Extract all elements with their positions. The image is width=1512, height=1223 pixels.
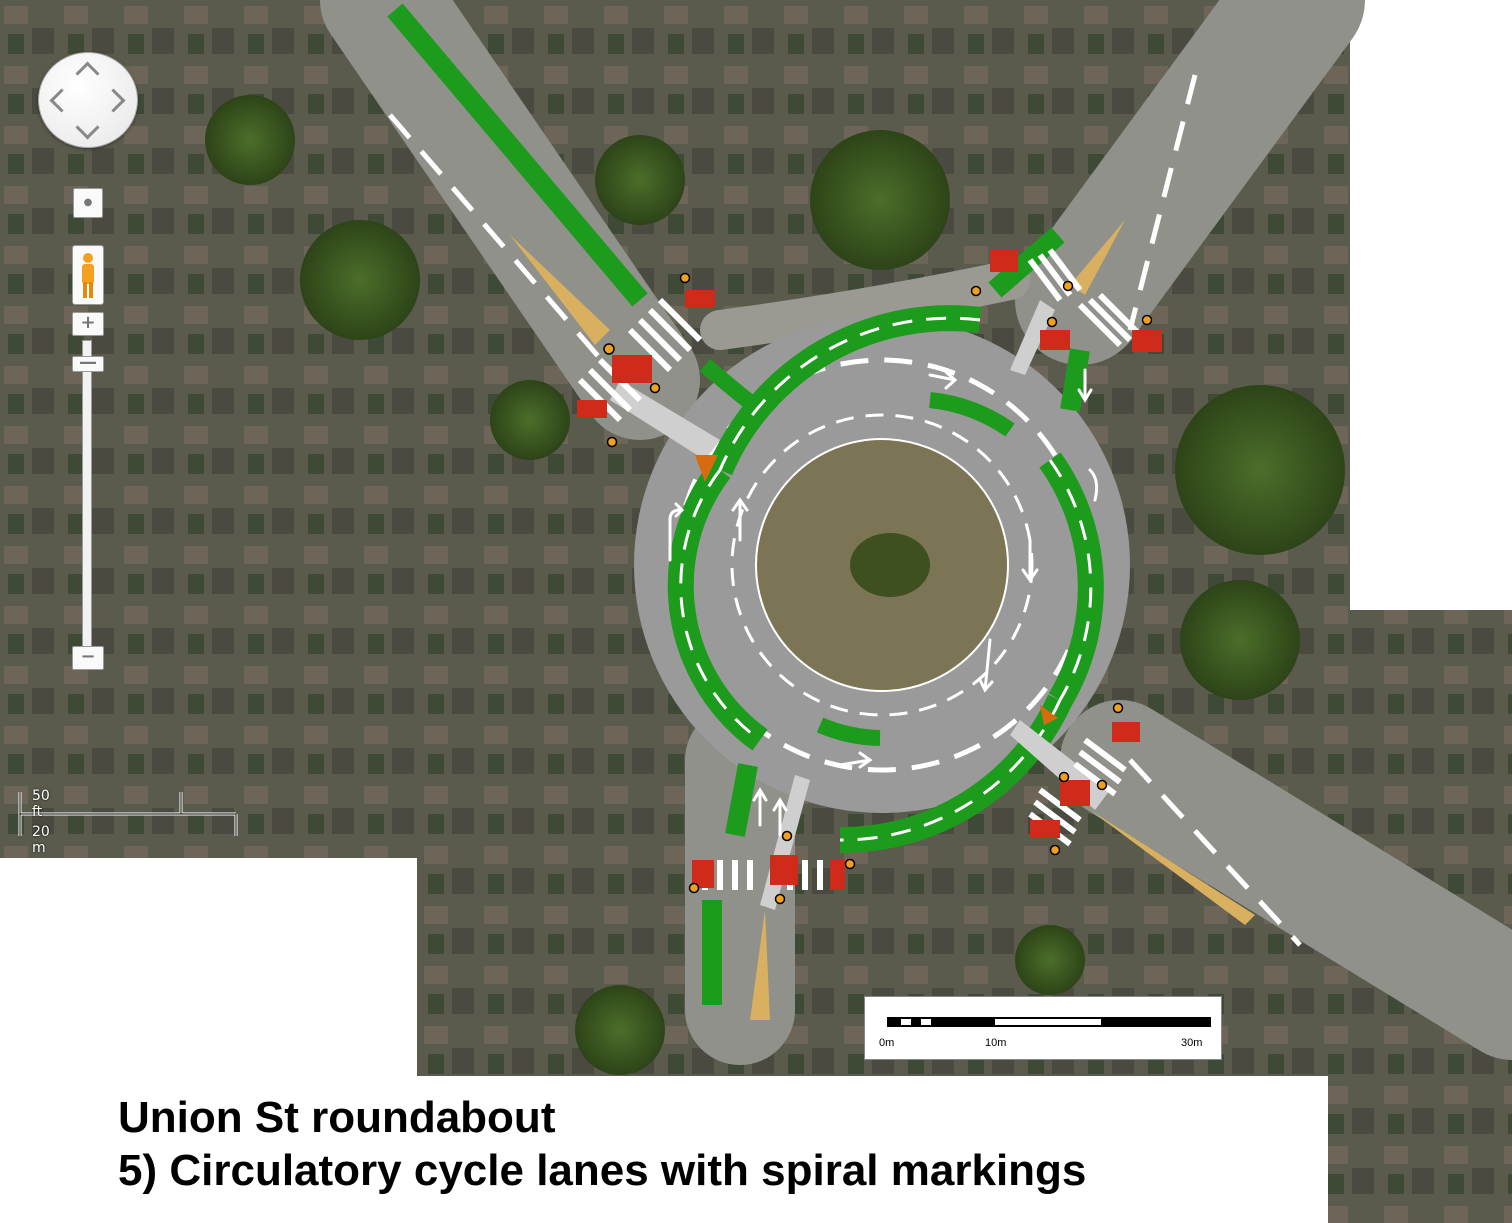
- caption: Union St roundabout 5) Circulatory cycle…: [118, 1092, 1086, 1198]
- tactile-paving: [577, 250, 1162, 890]
- scale-label-0: 0m: [879, 1037, 895, 1049]
- scale-imperial-label: 50 ft: [32, 788, 50, 820]
- caption-subtitle: 5) Circulatory cycle lanes with spiral m…: [118, 1145, 1087, 1195]
- approach-cycle-lanes: [387, 3, 1090, 1005]
- street-view-pegman-icon[interactable]: [72, 245, 104, 305]
- pan-left-icon[interactable]: [49, 88, 74, 113]
- scale-label-30: 30m: [1181, 1037, 1203, 1049]
- pan-right-icon[interactable]: [101, 88, 126, 113]
- scale-metric-label: 20 m: [32, 824, 50, 856]
- scale-bar-graphic: [887, 1017, 1211, 1027]
- direction-arrows: [668, 368, 1099, 837]
- scale-lines: [18, 792, 238, 836]
- pan-compass-icon[interactable]: [38, 52, 138, 148]
- zoom-slider-handle[interactable]: —: [72, 354, 104, 372]
- caption-title: Union St roundabout: [118, 1093, 556, 1142]
- lane-markings: [388, 74, 1302, 947]
- scale-label-10: 10m: [985, 1037, 1007, 1049]
- zoom-in-button[interactable]: +: [72, 312, 104, 336]
- island-markers: [695, 455, 1058, 725]
- scale-bar: 0m 10m 30m: [864, 996, 1222, 1060]
- zoom-out-button[interactable]: −: [72, 646, 104, 670]
- belisha-beacons: [603, 272, 1153, 905]
- roundabout: [634, 317, 1130, 813]
- pan-down-icon[interactable]: [75, 115, 100, 140]
- pegman-icon: [82, 253, 94, 298]
- splitter-islands: [510, 220, 1255, 1020]
- pan-up-icon[interactable]: [75, 61, 100, 86]
- central-tree: [850, 533, 930, 597]
- zoom-slider-track[interactable]: [82, 340, 92, 667]
- target-icon[interactable]: ●: [73, 188, 103, 218]
- trees: [205, 95, 1345, 1075]
